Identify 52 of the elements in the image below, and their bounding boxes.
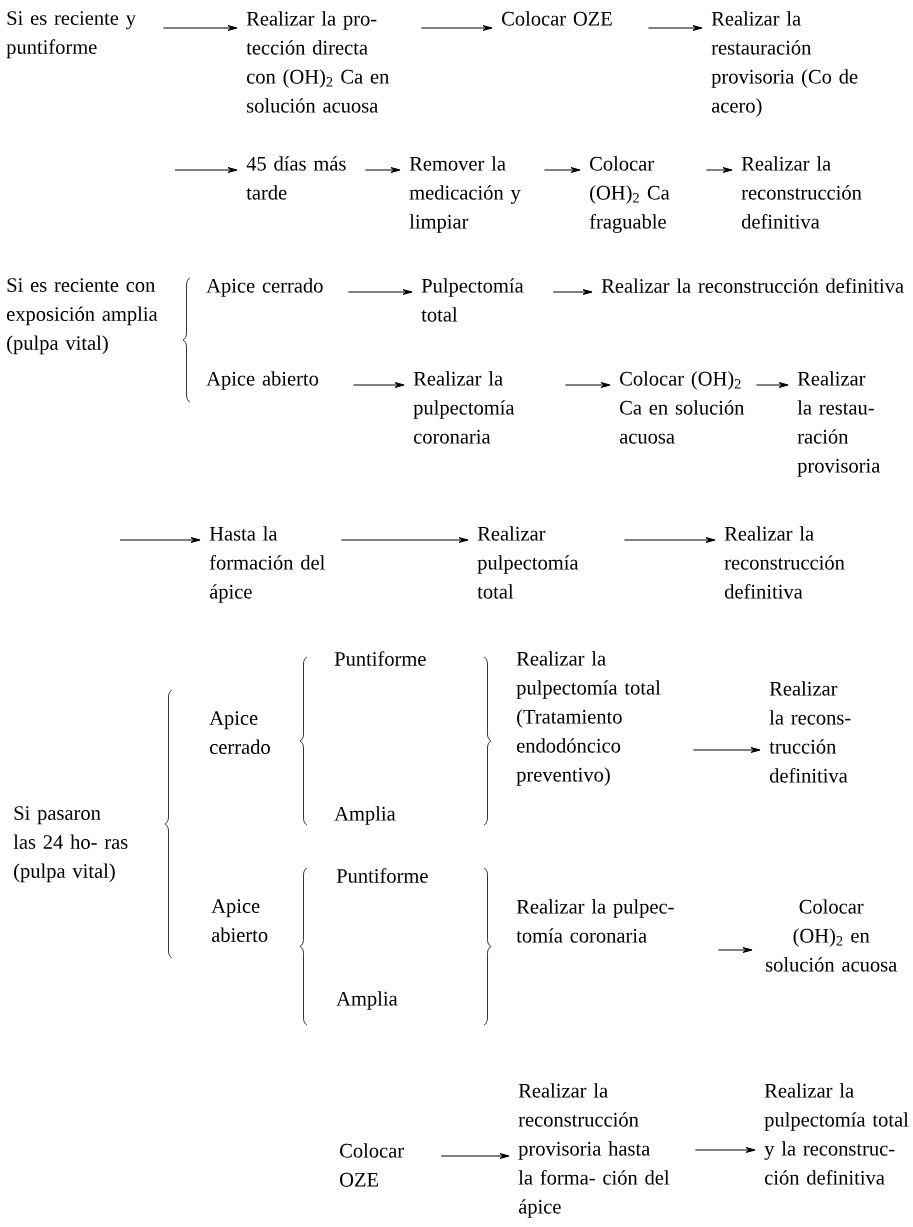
step-text: Colocar (OH)$_{2}$ Ca en solución acuosa [619,371,745,444]
arrow [340,537,469,543]
arrow [364,167,401,173]
step-text: Realizar la restau- ración provisoria [797,371,881,477]
step-text: Realizar la pulpec- tomía coronaria [516,899,674,943]
step-text: Realizar la recons- trucción definitiva [769,681,851,783]
step-text: Realizar la restauración provisoria (Co de acero) [711,11,858,117]
step-text: Hasta la formación del ápice [209,526,325,603]
step-text: Amplia [334,806,396,825]
step-text: Puntiforme [336,868,428,883]
arrow [692,747,761,753]
arrow [647,25,703,31]
step-text: Realizar la reconstrucción definitiva [601,278,904,293]
step-text: Apice cerrado [209,711,270,754]
arrow [174,167,238,173]
step-text: Realizar pulpectomía total [477,526,579,599]
step-text: Puntiforme [334,651,426,666]
arrow [352,382,405,388]
step-text: Realizar la reconstrucción definitiva [741,156,862,229]
arrow [694,1147,756,1153]
arrow [347,289,413,295]
step-text: Si es reciente con exposición amplia (pulpa vital) [7,278,158,355]
step-text: 45 días más tarde [246,156,346,200]
arrow [119,537,201,543]
step-text: Apice abierto [211,899,268,942]
arrow [162,25,238,31]
step-text: Realizar la pulpectomía total y la reconstruc- ción definitiva [764,1083,909,1185]
step-text: Colocar (OH)$_{2}$ en solución acuosa [766,899,897,972]
step-text: Apice abierto [206,371,319,390]
step-text: Remover la medicación y limpiar [409,156,521,233]
arrow [705,167,733,173]
step-text: Colocar OZE [502,11,612,26]
step-text: Realizar la pulpectomía coronaria [413,371,515,444]
step-text: Realizar la reconstrucción definitiva [724,526,845,599]
step-text: Si es reciente y puntiforme [6,11,136,59]
step-text: Realizar la reconstrucción provisoria hasta la forma- ción del ápice [518,1083,670,1218]
arrow [623,537,716,543]
step-text: Apice cerrado [206,278,323,297]
step-text: Pulpectomía total [421,278,524,322]
arrow [420,25,493,31]
step-text: Amplia [336,991,398,1010]
arrow [543,167,581,173]
arrow [717,947,753,953]
arrow [564,382,611,388]
step-text: Colocar (OH)$_{2}$ Ca fraguable [589,156,670,233]
step-text: Si pasaron las 24 ho- ras (pulpa vital) [13,806,128,883]
step-text: Realizar la pro- tección directa con (OH)$_{2}$ Ca en solución acuosa [246,11,390,113]
arrow [552,289,593,295]
arrow [755,382,789,388]
arrow [440,1153,510,1159]
step-text: Colocar OZE [340,1143,404,1187]
step-text: Realizar la pulpectomía total (Tratamiento endodóncico preventivo) [516,651,661,786]
